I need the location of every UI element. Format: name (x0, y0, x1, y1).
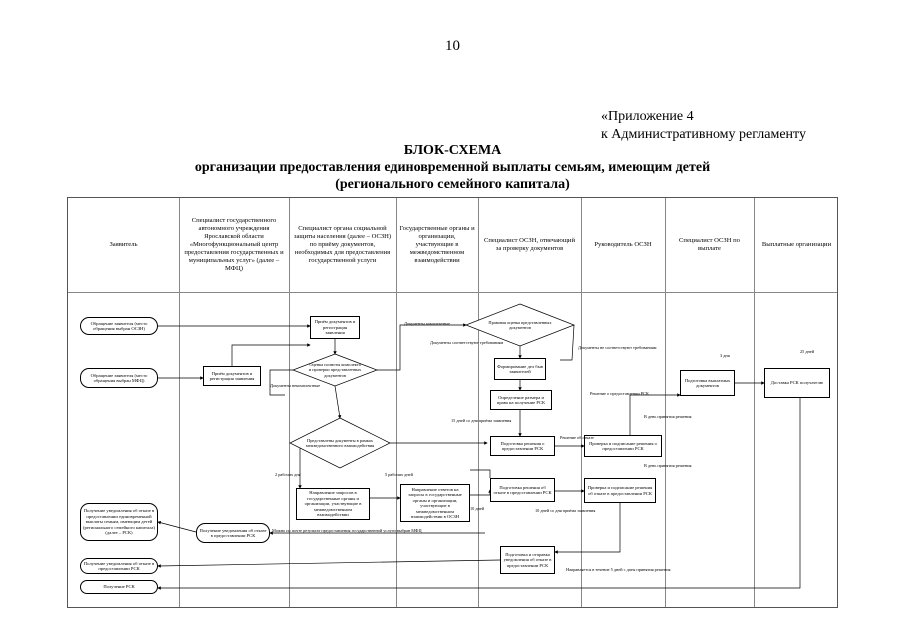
note-refusal-decision: Решение об отказе (560, 435, 594, 440)
lane-mfc: Специалист государственного автономного … (184, 217, 284, 272)
node-mfc-receive: Приём документов и регистрация заявления (203, 366, 261, 386)
lane-divider (478, 198, 479, 607)
title-line-2: организации предоставления единовременно… (194, 160, 711, 175)
lane-applicant: Заявитель (109, 241, 138, 248)
lane-divider (754, 198, 755, 607)
diamond-interagency (289, 417, 391, 469)
lane-osszn-checker: Специалист ОСЗН, отвечающий за проверку … (483, 237, 575, 252)
lane-osszn-intake: Специалист органа социальной защиты насе… (293, 225, 392, 264)
title-line-3: (регионального семейного капитала) (335, 177, 570, 192)
node-interagency: Представлены документы в рамках межведом… (305, 437, 375, 448)
appendix-reference: «Приложение 4 к Административному реглам… (601, 108, 806, 144)
lane-osszn-payment: Специалист ОСЗН по выплате (679, 237, 740, 252)
note-days-10: 10 дней (470, 506, 485, 511)
node-prepare-notice: Подготовка и отправка уведомления об отк… (500, 546, 555, 574)
flowchart-frame: Заявитель Специалист государственного ав… (67, 197, 838, 608)
lane-gov-agencies: Государственные органы и организации, уч… (399, 225, 475, 264)
note-docs-meet: Документы соответствуют требованиям (430, 340, 504, 345)
note-days-25: 25 дней (800, 349, 815, 354)
lane-osszn-head: Руководитель ОСЗН (594, 241, 652, 248)
note-yes-decision: Решение о предоставлении РСК (590, 391, 649, 396)
node-prepare-decision: Подготовка решения о предоставлении РСК (490, 436, 555, 456)
node-payment-prep: Подготовка выплатных документов (680, 370, 735, 396)
note-days-2b: 5 рабочих дней (385, 472, 413, 477)
appendix-line-2: к Административному регламенту (601, 127, 806, 142)
lane-divider (396, 198, 397, 607)
note-5days: Направляется в течение 5 дней с даты при… (566, 567, 671, 572)
node-form-case: Формирование дел быв заявителей (494, 358, 546, 380)
node-define-amount: Определение размера и права на получение… (490, 390, 552, 410)
node-check-sign: Проверка и подписание решения о предоста… (584, 435, 662, 457)
header-rule (68, 292, 837, 293)
node-applicant-mfc: Обращение заявителя (место обращения выб… (80, 368, 158, 388)
lane-divider (289, 198, 290, 607)
note-days-3: 3 дня (720, 353, 730, 358)
note-days-15: 15 дней со дня приёма заявления (451, 418, 512, 423)
node-receive-rsk: Получение РСК (80, 580, 158, 594)
note-docs-incomplete: Документы некомплектные (270, 383, 321, 388)
node-gov-response: Направление ответов на запросы в государ… (400, 484, 470, 522)
note-docs-complete: Документы комплектные (404, 321, 450, 326)
node-check-sign-refusal: Проверка и подписание решения об отказе … (584, 478, 656, 503)
note-days-2a: 2 рабочих дня (275, 472, 301, 477)
appendix-line-1: «Приложение 4 (601, 109, 694, 124)
node-applicant-osszn: Обращение заявителя (место обращения выб… (80, 317, 158, 335)
node-osszn-receive: Приём документов и регистрация заявления (310, 316, 360, 339)
node-check-complete: Оценка полноты комплекта и проверки пред… (308, 362, 362, 378)
note-days-10-refusal: 10 дней со дня приёма заявления (535, 508, 596, 513)
note-docs-not-meet: Документы не соответствуют требованиям (578, 345, 657, 350)
diagram-title: БЛОК-СХЕМА организации предоставления ед… (0, 142, 905, 193)
lane-divider (179, 198, 180, 607)
note-workdays-b: В день принятия решения (644, 463, 692, 468)
node-send-requests: Направление запросов в государственные о… (296, 488, 370, 520)
lane-payment-orgs: Выплатные организации (761, 241, 832, 248)
page-number: 10 (445, 38, 460, 54)
node-prepare-refusal: Подготовка решения об отказе в предостав… (490, 478, 555, 502)
title-line-1: БЛОК-СХЕМА (403, 143, 502, 158)
lane-divider (665, 198, 666, 607)
node-delivery: Доставка РСК получателю (764, 368, 830, 398)
note-workdays-a: В день принятия решения (644, 414, 692, 419)
node-mfc-notice-refusal: Получение уведомления об отказе в предос… (196, 523, 270, 543)
lane-divider (581, 198, 582, 607)
node-legal-check: Правовая оценка представленных документо… (488, 319, 552, 330)
node-notice-refusal-2: Получение уведомления об отказе в предос… (80, 558, 158, 574)
note-mfc-result: Можно по почте результат предоставления … (272, 528, 422, 533)
node-notice-refusal-applicant: Получение уведомления об отказе в предос… (80, 503, 158, 541)
